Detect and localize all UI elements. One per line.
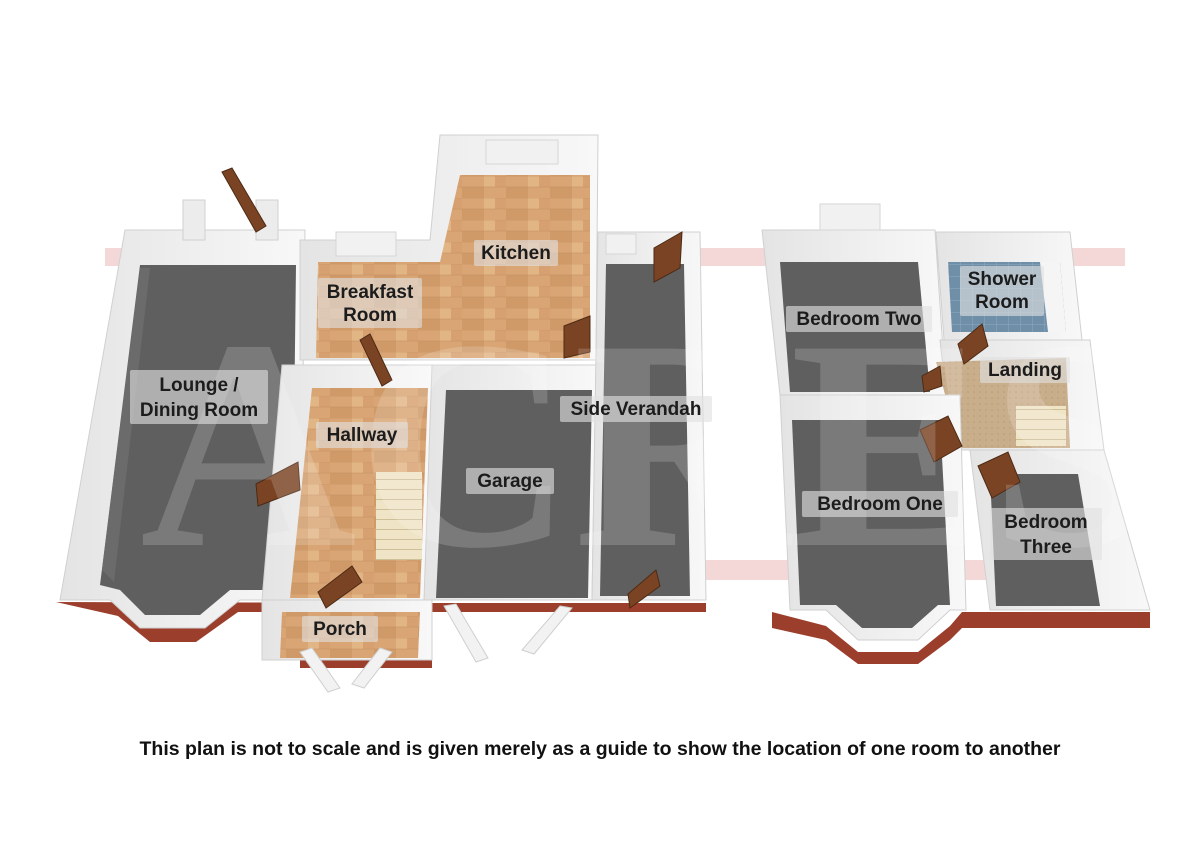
label-verandah: Side Verandah — [571, 399, 702, 420]
label-breakfast-line2: Room — [343, 305, 397, 326]
label-bedroom-two: Bedroom Two — [796, 309, 921, 330]
label-porch: Porch — [313, 619, 367, 640]
label-bedroom-one: Bedroom One — [817, 494, 943, 515]
room-labels: Lounge / Dining Room Breakfast Room Kitc… — [130, 240, 1102, 642]
label-kitchen: Kitchen — [481, 243, 551, 264]
doors-ground — [221, 167, 683, 609]
label-lounge-line1: Lounge / — [159, 375, 239, 396]
label-landing: Landing — [988, 360, 1062, 381]
label-garage: Garage — [477, 471, 542, 492]
label-breakfast-line1: Breakfast — [327, 282, 414, 303]
label-shower-line2: Room — [975, 292, 1029, 313]
doors-first — [919, 323, 1021, 499]
disclaimer-text: This plan is not to scale and is given m… — [139, 738, 1061, 760]
label-bedroom-three-line1: Bedroom — [1004, 512, 1087, 533]
door-swings — [299, 603, 573, 693]
watermark-text: ACRES — [140, 278, 1157, 610]
floorplan-3d: ACRES Lounge / Dining Room Breakfast Roo… — [56, 134, 1157, 693]
label-shower-line1: Shower — [968, 269, 1037, 290]
label-lounge-line2: Dining Room — [140, 400, 258, 421]
label-hallway: Hallway — [327, 425, 398, 446]
label-bedroom-three-line2: Three — [1020, 537, 1072, 558]
room-bedroom-one — [779, 394, 967, 641]
room-lounge — [59, 199, 306, 629]
